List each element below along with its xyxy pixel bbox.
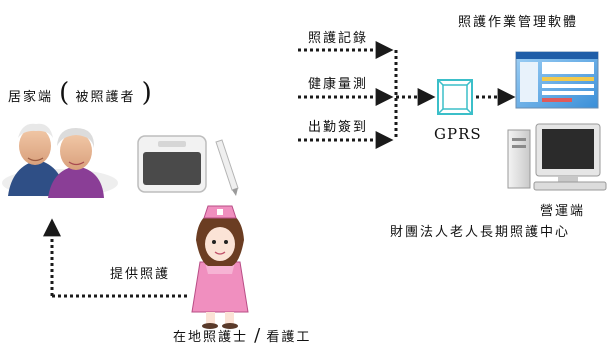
nurse-caregiver-icon: [191, 205, 249, 329]
organization-label: 財團法人老人長期照護中心: [390, 225, 571, 240]
handheld-terminal-icon: [137, 135, 207, 193]
flow-label-attendance: 出勤簽到: [308, 120, 369, 135]
flow-label-care-record: 照護記錄: [308, 31, 369, 46]
flow-arrows: [43, 41, 516, 298]
caregiver-label-part1: 在地照護士: [173, 330, 249, 345]
home-side-title: 居家端 ( 被照護者 ): [8, 80, 152, 106]
paren-close: ): [141, 78, 152, 108]
flow-label-health-measurement: 健康量測: [308, 77, 369, 92]
stylus-pen-icon: [215, 139, 239, 196]
caregiver-separator: /: [254, 325, 261, 346]
paren-open: (: [59, 78, 70, 108]
gprs-label: GPRS: [434, 125, 482, 143]
gprs-network-icon: [437, 79, 473, 115]
management-software-screenshot: [515, 51, 599, 109]
caregiver-label: 在地照護士 / 看護工: [173, 327, 311, 345]
home-side-label: 居家端: [8, 90, 54, 105]
elderly-couple-icon: [2, 123, 118, 198]
home-side-subtitle: 被照護者: [75, 90, 136, 105]
desktop-computer-icon: [507, 123, 607, 191]
caregiver-label-part2: 看護工: [266, 330, 312, 345]
software-label: 照護作業管理軟體: [458, 15, 579, 30]
management-side-label: 營運端: [540, 204, 586, 219]
provide-care-label: 提供照護: [110, 267, 171, 282]
